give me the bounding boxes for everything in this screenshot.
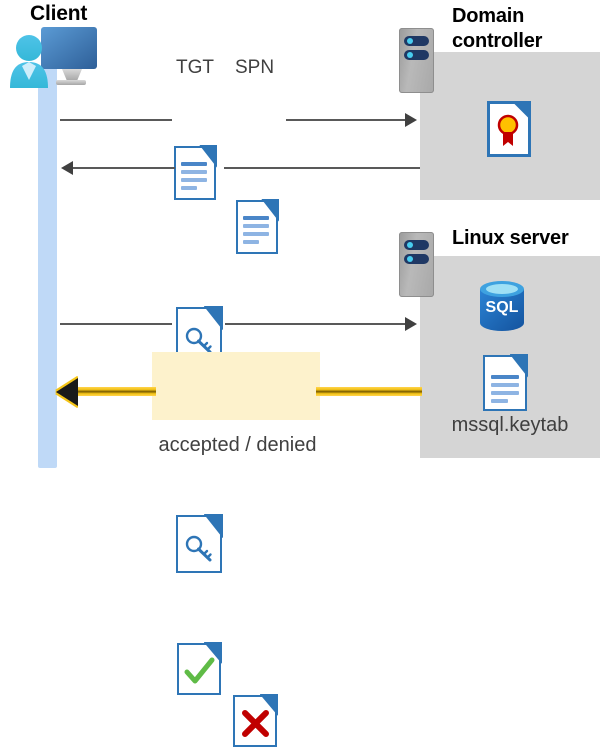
flow-4-arrowhead xyxy=(56,378,78,406)
flow-2-arrowhead xyxy=(61,161,73,175)
flow-1-line-right xyxy=(286,119,406,121)
key-document-icon-flow-3 xyxy=(176,514,223,573)
spn-document-icon xyxy=(236,199,279,254)
accepted-denied-label: accepted / denied xyxy=(158,434,317,456)
sql-label: SQL xyxy=(486,299,519,316)
page-title-client: Client xyxy=(30,2,88,25)
keytab-document-icon xyxy=(483,354,528,411)
spn-label: SPN xyxy=(235,57,275,78)
accepted-denied-highlight xyxy=(152,352,320,420)
flow-2-line-right xyxy=(224,167,420,169)
domain-controller-title-line1: Domain xyxy=(452,5,525,27)
flow-4-gold-line-left xyxy=(78,387,156,396)
flow-3-line-right xyxy=(225,323,406,325)
flow-1-line-left xyxy=(60,119,172,121)
client-lifeline xyxy=(38,66,57,468)
check-document-icon xyxy=(177,642,222,695)
page-title-domain-controller: Domain controller xyxy=(452,4,592,54)
sql-database-icon: SQL xyxy=(476,279,528,333)
flow-4-gold-line-right xyxy=(316,387,422,396)
keytab-filename-label: mssql.keytab xyxy=(451,414,569,436)
tgt-label: TGT xyxy=(176,57,214,78)
user-monitor-icon xyxy=(8,22,100,94)
server-rack-icon-linux xyxy=(399,232,434,297)
diagram-canvas: Client Domain controller Linux server xyxy=(8,2,600,747)
x-document-icon xyxy=(233,694,278,747)
flow-3-line-left xyxy=(60,323,172,325)
page-title-linux-server: Linux server xyxy=(452,227,569,249)
tgt-document-icon xyxy=(174,145,217,200)
certificate-document-icon xyxy=(487,101,531,157)
flow-2-line-left xyxy=(73,167,175,169)
domain-controller-title-line2: controller xyxy=(452,30,543,52)
flow-3-arrowhead xyxy=(405,317,417,331)
server-rack-icon-domain-controller xyxy=(399,28,434,93)
flow-1-arrowhead xyxy=(405,113,417,127)
